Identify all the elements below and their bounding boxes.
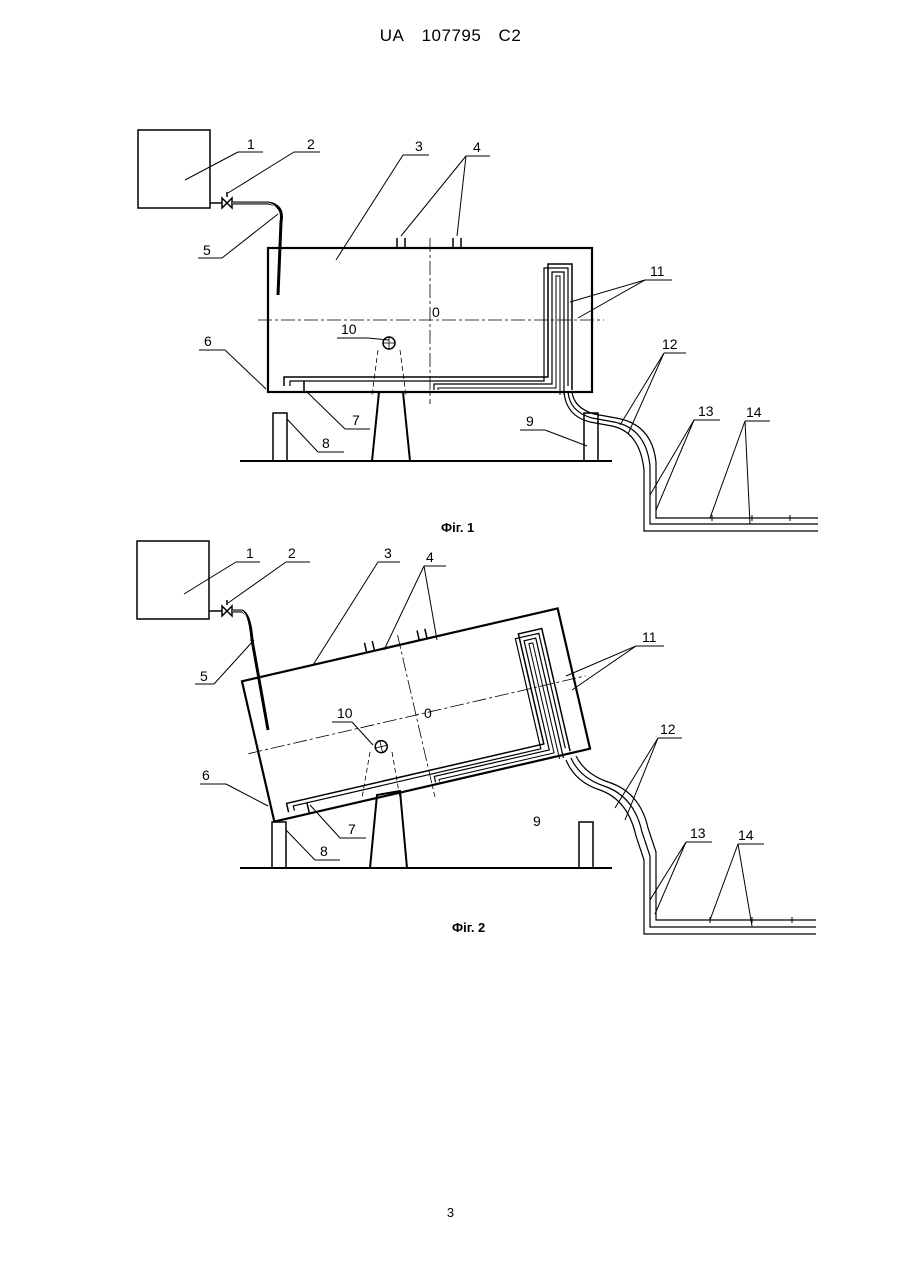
label-3: 3 (384, 545, 392, 561)
label-1: 1 (246, 545, 254, 561)
label-8: 8 (320, 843, 328, 859)
label-10: 10 (337, 705, 353, 721)
leader-lines (184, 562, 764, 926)
label-2: 2 (307, 136, 315, 152)
figure-2-drawing: 1 2 3 4 5 6 7 8 9 10 11 12 13 14 0 (0, 530, 901, 950)
label-9: 9 (533, 813, 541, 829)
patent-number: 107795 (422, 26, 482, 46)
right-post (584, 413, 598, 461)
label-6: 6 (204, 333, 212, 349)
central-support (372, 392, 410, 461)
label-13: 13 (690, 825, 706, 841)
left-post (273, 413, 287, 461)
label-6: 6 (202, 767, 210, 783)
label-7: 7 (352, 412, 360, 428)
top-openings (397, 238, 461, 248)
patent-header: UA 107795 C2 (0, 26, 901, 46)
patent-country: UA (380, 26, 405, 46)
page-number: 3 (0, 1205, 901, 1220)
outlet-pipes (566, 756, 816, 934)
reference-labels: 1 2 3 4 5 6 7 8 9 10 11 12 13 14 0 (203, 136, 762, 451)
label-11: 11 (642, 629, 657, 645)
leader-lines (185, 152, 770, 524)
label-12: 12 (660, 721, 676, 737)
label-3: 3 (415, 138, 423, 154)
label-10: 10 (341, 321, 357, 337)
label-5: 5 (200, 668, 208, 684)
label-center: 0 (432, 304, 440, 320)
supply-box (137, 541, 209, 619)
figure-2-caption: Фіг. 2 (452, 920, 485, 935)
label-14: 14 (738, 827, 754, 843)
label-12: 12 (662, 336, 678, 352)
reference-labels: 1 2 3 4 5 6 7 8 9 10 11 12 13 14 0 (200, 545, 754, 859)
label-1: 1 (247, 136, 255, 152)
patent-kind: C2 (499, 26, 522, 46)
label-9: 9 (526, 413, 534, 429)
central-support (370, 791, 407, 868)
tilted-vessel-group (230, 596, 604, 836)
label-8: 8 (322, 435, 330, 451)
figure-1: 1 2 3 4 5 6 7 8 9 10 11 12 13 14 0 (0, 100, 901, 540)
label-center: 0 (424, 705, 432, 721)
figure-1-drawing: 1 2 3 4 5 6 7 8 9 10 11 12 13 14 0 (0, 100, 901, 540)
label-2: 2 (288, 545, 296, 561)
label-14: 14 (746, 404, 762, 420)
left-post (272, 822, 286, 868)
label-5: 5 (203, 242, 211, 258)
collector-pipe (284, 264, 572, 390)
valve-icon (210, 192, 232, 208)
label-4: 4 (473, 139, 481, 155)
label-4: 4 (426, 549, 434, 565)
right-post (579, 822, 593, 868)
label-13: 13 (698, 403, 714, 419)
label-7: 7 (348, 821, 356, 837)
supply-box (138, 130, 210, 208)
label-11: 11 (650, 263, 665, 279)
figure-2: 1 2 3 4 5 6 7 8 9 10 11 12 13 14 0 (0, 530, 901, 950)
